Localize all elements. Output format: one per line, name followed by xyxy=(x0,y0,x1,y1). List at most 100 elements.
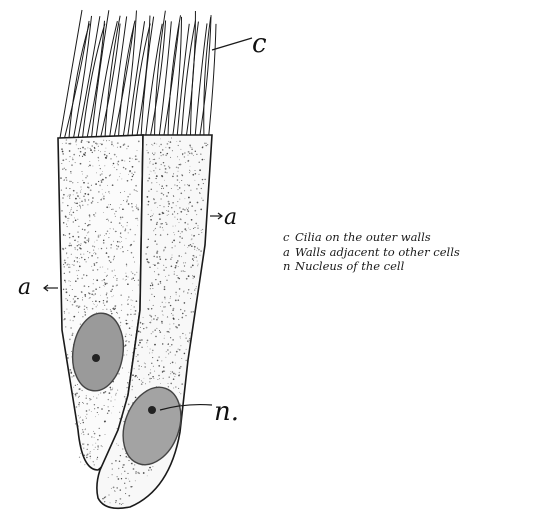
stipple-dot xyxy=(89,224,90,225)
stipple-dot xyxy=(147,196,149,198)
stipple-dot xyxy=(174,273,175,274)
stipple-dot xyxy=(191,219,193,221)
stipple-dot xyxy=(82,299,83,300)
stipple-dot xyxy=(122,226,123,227)
stipple-dot xyxy=(150,171,151,172)
stipple-dot xyxy=(118,478,120,480)
stipple-dot xyxy=(128,495,130,497)
stipple-dot xyxy=(97,457,98,458)
stipple-dot xyxy=(87,194,89,196)
stipple-dot xyxy=(83,182,85,184)
stipple-dot xyxy=(160,139,161,140)
stipple-dot xyxy=(157,360,159,362)
stipple-dot xyxy=(80,148,81,149)
stipple-dot xyxy=(177,213,178,214)
stipple-dot xyxy=(92,270,93,271)
stipple-dot xyxy=(135,480,136,481)
stipple-dot xyxy=(62,153,64,155)
legend-text: Walls adjacent to other cells xyxy=(295,245,460,259)
stipple-dot xyxy=(165,259,166,260)
stipple-dot xyxy=(84,455,85,456)
stipple-dot xyxy=(109,175,110,176)
stipple-dot xyxy=(191,239,192,240)
stipple-dot xyxy=(116,245,117,246)
stipple-dot xyxy=(186,214,187,215)
stipple-dot xyxy=(167,331,169,333)
stipple-dot xyxy=(112,165,113,166)
stipple-dot xyxy=(83,274,84,275)
stipple-dot xyxy=(81,189,82,190)
stipple-dot xyxy=(159,218,161,220)
stipple-dot xyxy=(94,449,95,450)
stipple-dot xyxy=(127,283,129,285)
stipple-dot xyxy=(116,156,117,157)
stipple-dot xyxy=(181,317,183,319)
stipple-dot xyxy=(94,246,95,247)
stipple-dot xyxy=(76,203,78,205)
stipple-dot xyxy=(119,503,120,504)
stipple-dot xyxy=(154,202,155,203)
stipple-dot xyxy=(94,404,95,405)
stipple-dot xyxy=(106,252,108,254)
stipple-dot xyxy=(161,321,163,323)
stipple-dot xyxy=(87,204,88,205)
stipple-dot xyxy=(107,413,108,414)
stipple-dot xyxy=(96,312,97,313)
stipple-dot xyxy=(92,197,94,199)
stipple-dot xyxy=(160,144,161,145)
stipple-dot xyxy=(146,247,148,249)
stipple-dot xyxy=(81,277,83,279)
stipple-dot xyxy=(147,346,148,347)
stipple-dot xyxy=(67,205,68,206)
stipple-dot xyxy=(175,355,176,356)
stipple-dot xyxy=(73,194,74,195)
stipple-dot xyxy=(175,245,176,246)
stipple-dot xyxy=(98,394,99,395)
stipple-dot xyxy=(97,439,98,440)
stipple-dot xyxy=(66,143,67,144)
stipple-dot xyxy=(163,250,164,251)
stipple-dot xyxy=(196,250,197,251)
stipple-dot xyxy=(136,206,137,207)
stipple-dot xyxy=(189,170,190,171)
stipple-dot xyxy=(85,223,86,224)
stipple-dot xyxy=(141,339,143,341)
stipple-dot xyxy=(152,357,153,358)
stipple-dot xyxy=(156,328,157,329)
stipple-dot xyxy=(189,202,191,204)
stipple-dot xyxy=(152,350,154,352)
stipple-dot xyxy=(145,383,146,384)
stipple-dot xyxy=(65,235,66,236)
stipple-dot xyxy=(181,358,182,359)
stipple-dot xyxy=(163,194,164,195)
stipple-dot xyxy=(151,378,152,379)
stipple-dot xyxy=(179,288,181,290)
stipple-dot xyxy=(191,234,192,235)
stipple-dot xyxy=(180,336,181,337)
stipple-dot xyxy=(94,242,95,243)
stipple-dot xyxy=(106,283,107,284)
stipple-dot xyxy=(120,248,121,249)
stipple-dot xyxy=(76,144,77,145)
stipple-dot xyxy=(178,167,179,168)
stipple-dot xyxy=(93,294,94,295)
stipple-dot xyxy=(84,237,86,239)
stipple-dot xyxy=(80,245,81,246)
stipple-dot xyxy=(80,208,81,209)
stipple-dot xyxy=(152,284,153,285)
stipple-dot xyxy=(160,152,162,154)
stipple-dot xyxy=(93,214,95,216)
stipple-dot xyxy=(97,407,98,408)
stipple-dot xyxy=(72,264,73,265)
stipple-dot xyxy=(124,191,125,192)
stipple-dot xyxy=(96,398,97,399)
stipple-dot xyxy=(68,195,69,196)
stipple-dot xyxy=(113,406,114,407)
stipple-dot xyxy=(160,331,162,333)
stipple-dot xyxy=(155,228,156,229)
stipple-dot xyxy=(132,290,133,291)
stipple-dot xyxy=(178,375,180,377)
stipple-dot xyxy=(192,154,193,155)
stipple-dot xyxy=(113,145,114,146)
stipple-dot xyxy=(137,209,139,211)
